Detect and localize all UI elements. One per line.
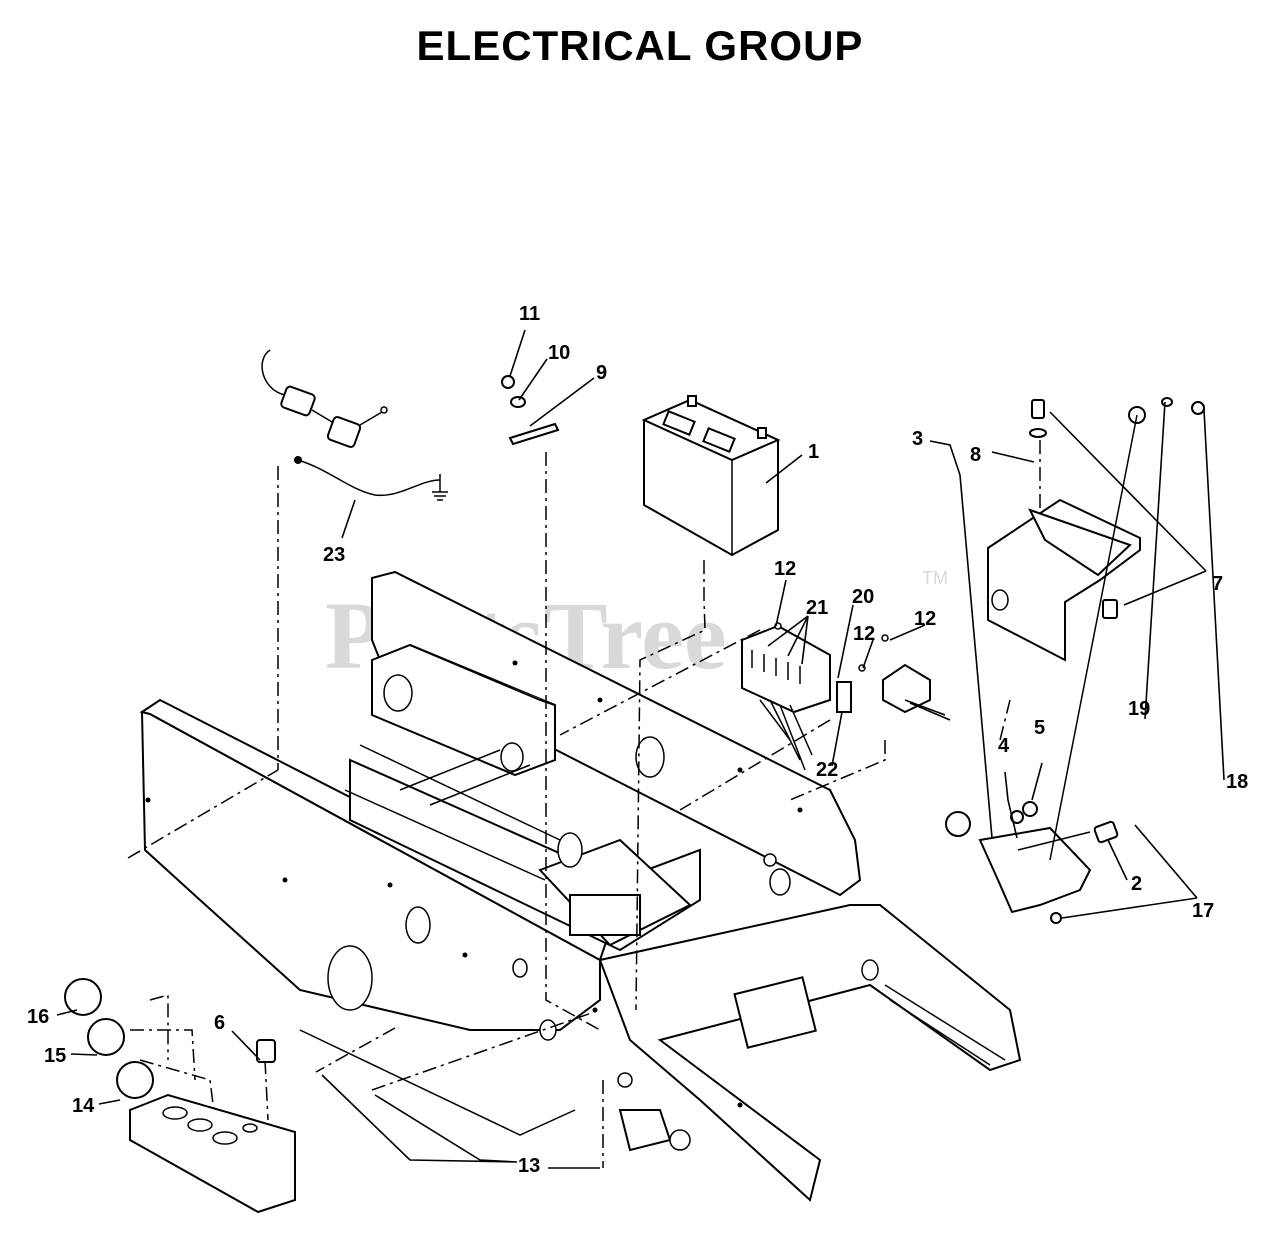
callout-6: 6 [214, 1012, 225, 1034]
callout-10: 10 [548, 342, 570, 364]
callout-14: 14 [72, 1095, 95, 1117]
callout-15: 15 [44, 1045, 66, 1067]
callout-12c: 12 [853, 623, 875, 645]
part-hold-down [501, 375, 560, 446]
part-gauge-panel [64, 978, 296, 1214]
leader-lines [56, 329, 1225, 1169]
callout-5: 5 [1034, 717, 1045, 739]
callout-4: 4 [998, 735, 1010, 757]
main-frame [139, 570, 1022, 1202]
callout-12b: 12 [914, 608, 936, 630]
callout-17: 17 [1192, 900, 1214, 922]
callout-23: 23 [323, 544, 345, 566]
callout-16: 16 [27, 1006, 49, 1028]
callout-13: 13 [518, 1155, 540, 1177]
callout-12a: 12 [774, 558, 796, 580]
callout-labels: 1 2 3 4 5 6 7 8 9 10 11 12 12 12 13 14 1… [27, 303, 1248, 1177]
callout-18: 18 [1226, 771, 1248, 793]
watermark-tm: TM [922, 568, 948, 588]
part-solenoid-cable [261, 349, 448, 501]
callout-1: 1 [808, 441, 819, 463]
part-battery [641, 395, 781, 557]
callout-9: 9 [596, 362, 607, 384]
callout-11: 11 [519, 303, 540, 325]
callout-21: 21 [806, 597, 828, 619]
part-relay-block [741, 622, 951, 771]
callout-7: 7 [1212, 573, 1223, 595]
diagram-title: ELECTRICAL GROUP [416, 22, 864, 69]
callout-2: 2 [1131, 873, 1142, 895]
callout-3: 3 [912, 428, 923, 450]
callout-22: 22 [816, 759, 838, 781]
part-cover [987, 399, 1141, 662]
callout-20: 20 [852, 586, 874, 608]
callout-8: 8 [970, 444, 981, 466]
callout-19: 19 [1128, 698, 1150, 720]
part-switch-panel [945, 397, 1205, 924]
